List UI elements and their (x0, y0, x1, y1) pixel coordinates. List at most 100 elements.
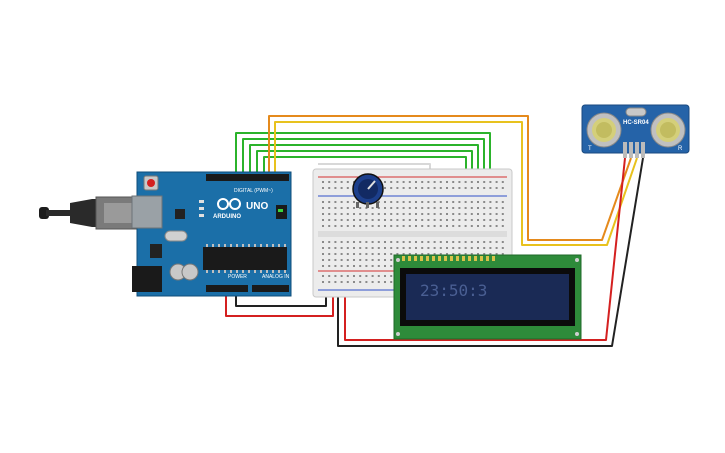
hole (433, 187, 436, 189)
hole (501, 219, 504, 221)
hole (384, 253, 386, 255)
hole (377, 259, 380, 261)
hole (359, 213, 362, 215)
wire-black-gnd[interactable] (235, 290, 327, 307)
sensor-pin-echo[interactable] (635, 142, 639, 158)
hole (284, 244, 286, 247)
hole (328, 207, 331, 209)
hole (483, 225, 486, 227)
hole (346, 259, 349, 261)
hole (427, 207, 430, 209)
arduino-brand: ARDUINO (213, 214, 241, 220)
receiver-icon (650, 112, 686, 148)
hole (470, 213, 473, 215)
hole (346, 225, 349, 227)
hole (365, 225, 368, 227)
hole (456, 256, 459, 261)
sensor-pin-trig[interactable] (629, 142, 633, 158)
hole (421, 181, 424, 183)
hole (359, 253, 362, 255)
hole (322, 213, 324, 215)
hole (266, 270, 268, 273)
power-header[interactable] (206, 285, 248, 292)
hole (452, 247, 455, 249)
hole (390, 187, 393, 189)
hole (501, 201, 504, 203)
hole (334, 253, 337, 255)
hole (334, 181, 337, 183)
potentiometer[interactable] (352, 173, 384, 208)
arduino-uno[interactable]: ARDUINO UNO DIGITAL (PWM~) POWER ANALOG … (131, 171, 292, 297)
hole (464, 241, 467, 243)
hole (340, 247, 343, 249)
wire-red-sensor[interactable] (344, 157, 626, 341)
hole (384, 259, 386, 261)
hole (433, 247, 436, 249)
sensor-pin-gnd[interactable] (641, 142, 645, 158)
hole (480, 256, 483, 261)
hole (495, 253, 498, 255)
hole (390, 207, 393, 209)
power-jack[interactable] (132, 266, 162, 292)
hole (384, 241, 386, 243)
hole (371, 213, 374, 215)
digital-header[interactable] (206, 174, 289, 181)
hole (371, 275, 374, 277)
hole (390, 259, 393, 261)
hole (477, 225, 479, 227)
hole (432, 256, 435, 261)
hole (427, 253, 430, 255)
hole (328, 265, 331, 267)
analog-header[interactable] (252, 285, 289, 292)
hole (464, 219, 467, 221)
hole (483, 241, 486, 243)
hole (328, 213, 331, 215)
hole (439, 253, 442, 255)
wire-red-power[interactable] (225, 290, 334, 317)
hole (396, 187, 399, 189)
hole (390, 281, 393, 283)
hole (464, 253, 467, 255)
hole (322, 241, 324, 243)
hole (278, 244, 280, 247)
hole (328, 181, 331, 183)
hole (353, 281, 355, 283)
lcd-16x2[interactable]: 23:50:3 (393, 254, 582, 340)
hole (396, 181, 399, 183)
hole (470, 219, 473, 221)
hole (236, 244, 238, 247)
hole (322, 219, 324, 221)
hole (402, 253, 405, 255)
hole (501, 187, 504, 189)
hole (284, 270, 286, 273)
hole (365, 219, 368, 221)
hc-sr04-sensor[interactable]: HC-SR04 T R (581, 104, 690, 158)
hole (415, 181, 417, 183)
hole (384, 213, 386, 215)
hole (483, 201, 486, 203)
hole (371, 241, 374, 243)
hole (359, 275, 362, 277)
hole (474, 256, 477, 261)
hole (470, 247, 473, 249)
lcd-pin-header[interactable] (402, 256, 495, 261)
sensor-model: HC-SR04 (623, 120, 649, 126)
sensor-pin-vcc[interactable] (623, 142, 627, 158)
hole (452, 241, 455, 243)
hole (334, 225, 337, 227)
wire-black-sensor[interactable] (337, 157, 644, 347)
hole (421, 201, 424, 203)
wire-orange-trig[interactable] (268, 115, 632, 241)
wire-yellow-echo[interactable] (274, 121, 638, 246)
hole (396, 201, 399, 203)
hole (402, 241, 405, 243)
hole (477, 187, 479, 189)
hole (446, 213, 448, 215)
hole (365, 253, 368, 255)
hole (334, 219, 337, 221)
hole (477, 207, 479, 209)
hole (458, 181, 461, 183)
hole (402, 187, 405, 189)
hole (452, 219, 455, 221)
